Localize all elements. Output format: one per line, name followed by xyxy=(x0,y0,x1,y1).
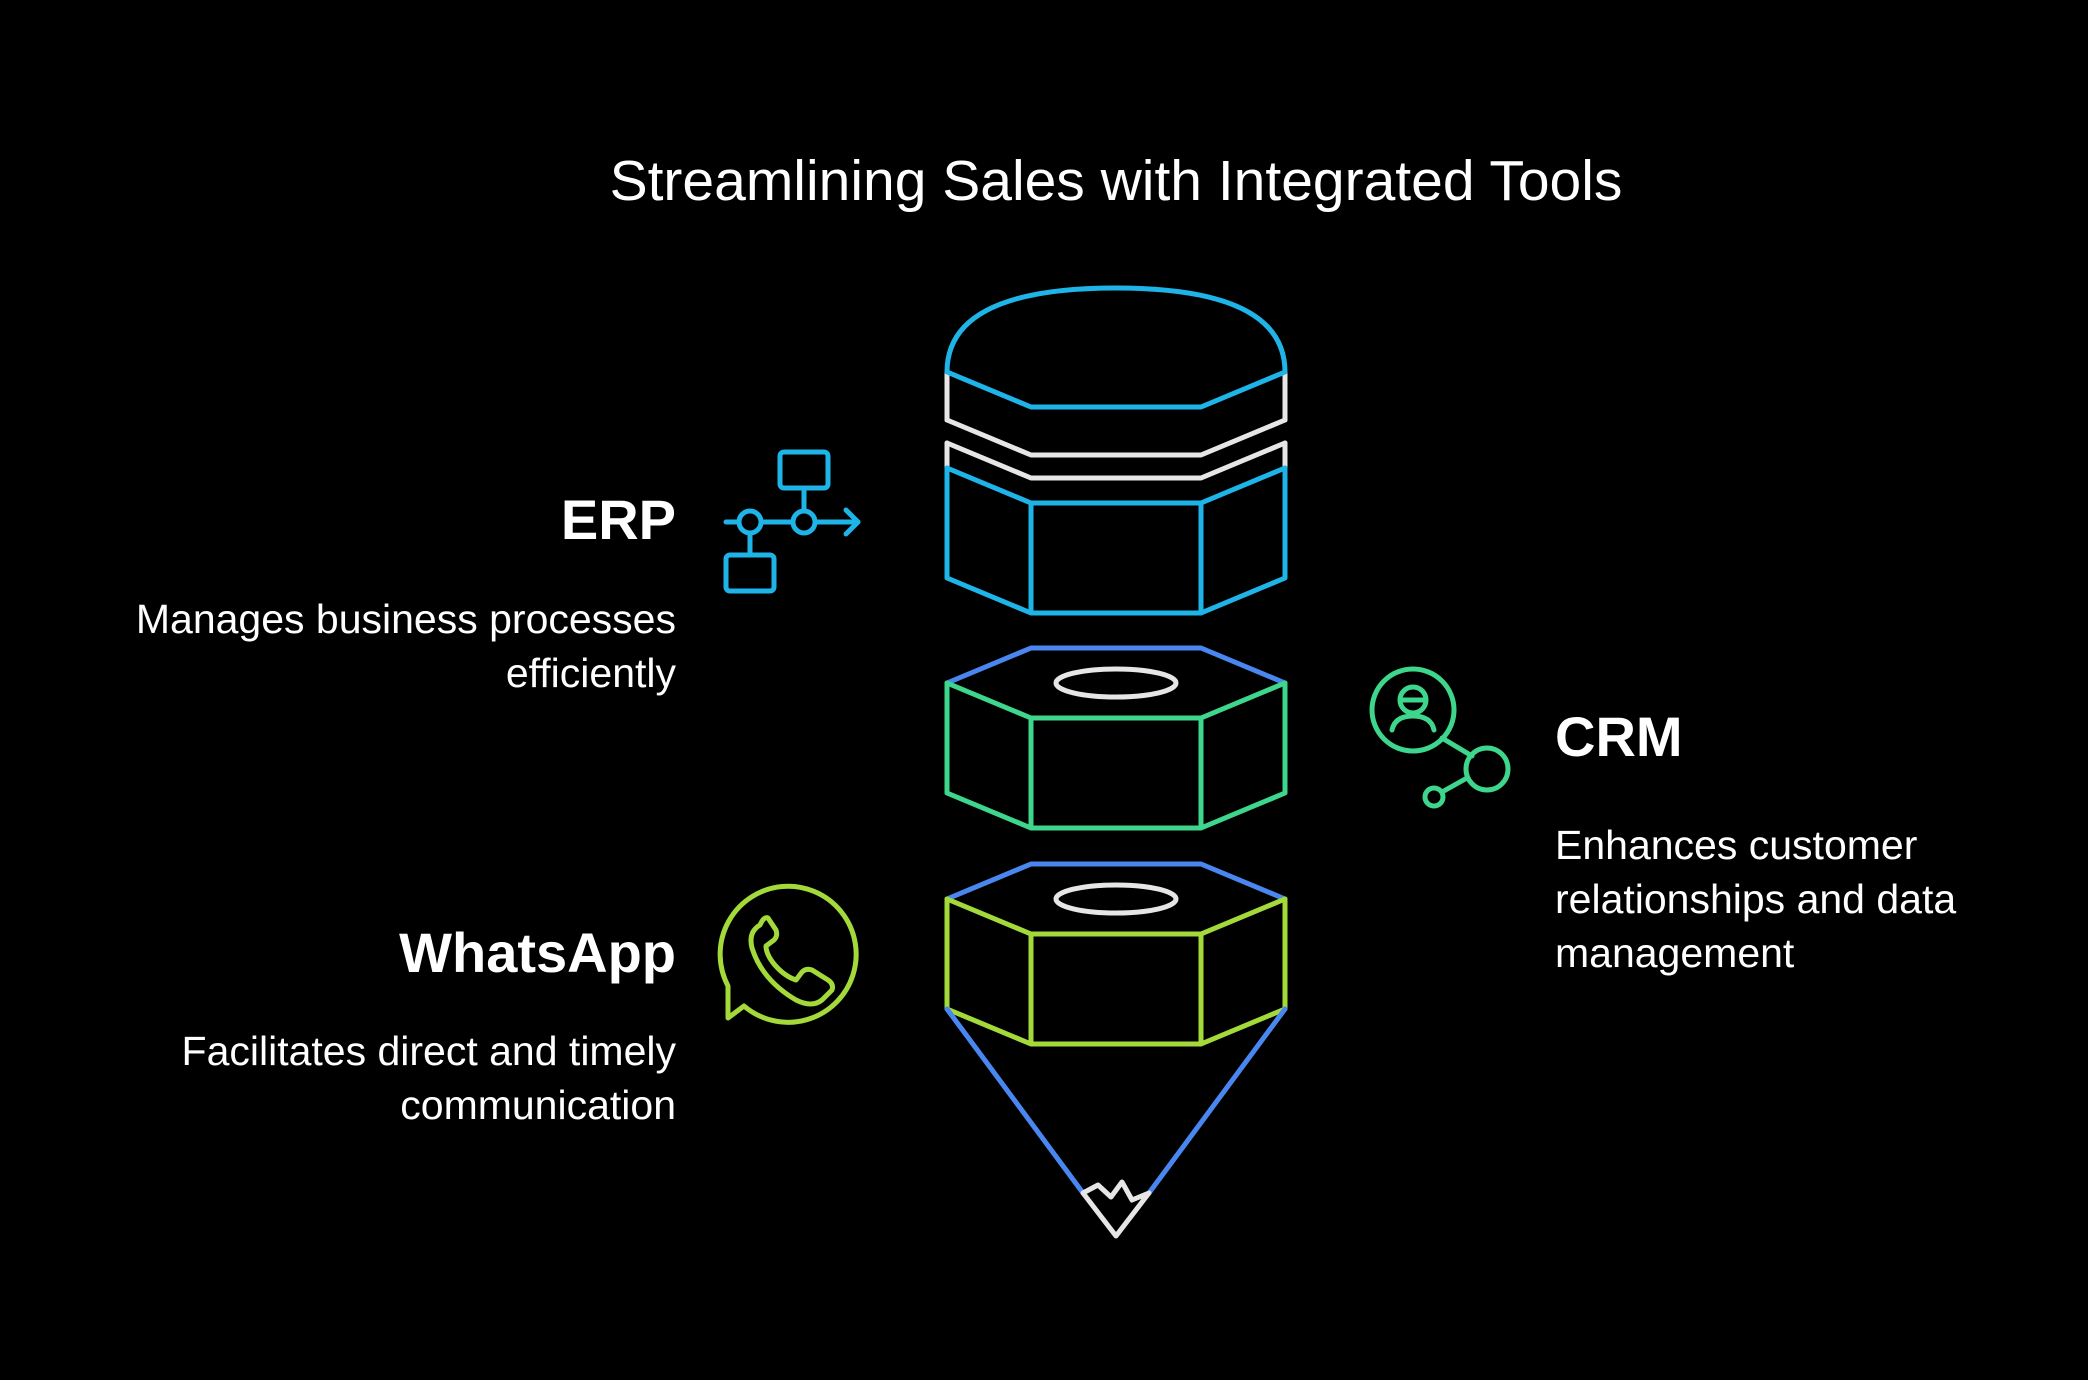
crm-description: Enhances customer relationships and data… xyxy=(1555,822,1957,976)
whatsapp-segment xyxy=(944,861,1288,1047)
whatsapp-title: WhatsApp xyxy=(399,921,676,984)
page-title: Streamlining Sales with Integrated Tools xyxy=(609,149,1623,213)
whatsapp-description: Facilitates direct and timely communicat… xyxy=(181,1028,676,1128)
pencil-eraser-cap xyxy=(944,285,1288,375)
crm-title: CRM xyxy=(1555,705,1683,768)
workflow-icon xyxy=(723,449,861,594)
customer-network-icon xyxy=(1369,666,1511,809)
erp-segment xyxy=(944,285,1288,616)
crm-segment xyxy=(944,645,1288,831)
whatsapp-icon xyxy=(717,883,859,1025)
erp-title: ERP xyxy=(560,488,676,551)
erp-description: Manages business processes efficiently xyxy=(135,596,676,696)
pencil-tip xyxy=(944,1006,1288,1239)
